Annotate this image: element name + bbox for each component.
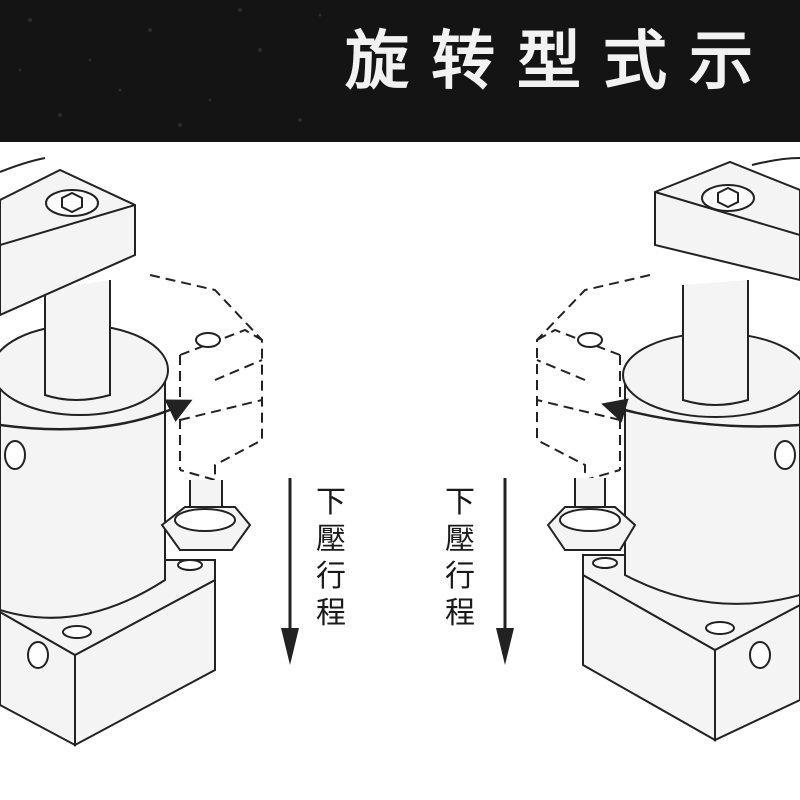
right-clamp-arm (654, 160, 800, 282)
right-stroke-arrow (496, 478, 514, 665)
stroke-label-left: 下壓行程 (316, 485, 346, 631)
right-base-hole (749, 641, 771, 669)
title-banner: 旋转型式示 (0, 0, 800, 142)
rotary-clamp-diagram (0, 157, 800, 747)
stroke-label-right: 下壓行程 (445, 485, 475, 631)
left-base-hole (27, 641, 49, 669)
right-piston-rod (682, 280, 749, 406)
left-clamp-arm (0, 168, 136, 317)
right-clamp-cylinder (582, 157, 800, 742)
left-side-hole (4, 440, 26, 470)
banner-texture (18, 8, 322, 127)
left-top-rotation-arc (0, 157, 46, 173)
left-piston-rod (44, 280, 111, 401)
right-cylinder-body (624, 370, 800, 605)
right-side-hole (774, 440, 796, 470)
right-top-rotation-arc (751, 157, 800, 166)
right-rotation-arrow (601, 398, 800, 428)
right-nut-assembly (546, 332, 637, 551)
left-stroke-arrow (281, 478, 299, 665)
left-clamp-cylinder (0, 157, 216, 747)
left-rotation-arrow (0, 399, 193, 431)
banner-title: 旋转型式示 (345, 25, 775, 99)
left-nut-assembly (160, 332, 252, 551)
